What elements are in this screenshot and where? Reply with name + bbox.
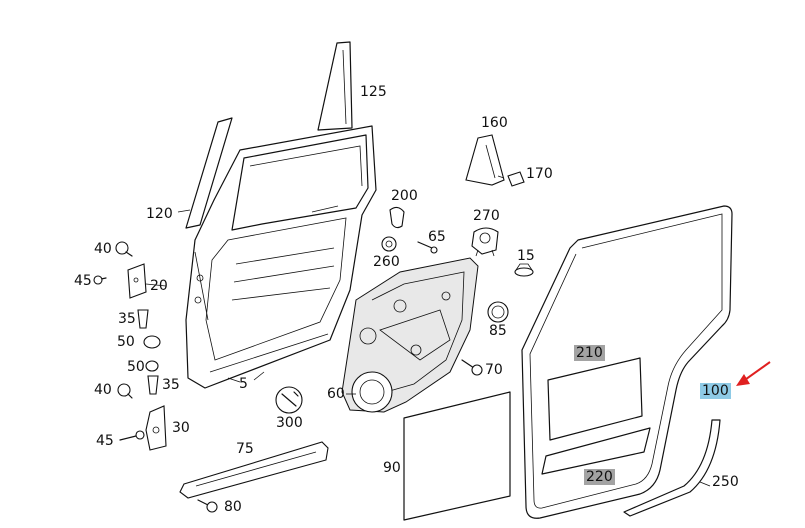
part-70-bolt[interactable] [461, 359, 483, 376]
label-50b: 50 [127, 359, 145, 375]
part-300-tool[interactable] [275, 386, 303, 414]
part-260-cap[interactable] [381, 236, 397, 252]
label-210: 210 [574, 345, 605, 361]
part-35b-screw[interactable] [147, 375, 159, 395]
label-85: 85 [489, 323, 507, 339]
leader-lines [145, 205, 711, 487]
part-210-trim[interactable] [547, 357, 643, 441]
part-15-button[interactable] [514, 263, 534, 277]
label-65: 65 [428, 229, 446, 245]
part-170-clip[interactable] [497, 171, 525, 187]
label-15: 15 [517, 248, 535, 264]
label-270: 270 [473, 208, 500, 224]
label-35a: 35 [118, 311, 136, 327]
label-300: 300 [276, 415, 303, 431]
label-50a: 50 [117, 334, 135, 350]
label-30: 30 [172, 420, 190, 436]
part-270-motor[interactable] [471, 227, 499, 257]
part-125-window-strip[interactable] [317, 41, 353, 131]
label-260: 260 [373, 254, 400, 270]
label-250: 250 [712, 474, 739, 490]
part-65-clip[interactable] [417, 241, 438, 254]
part-45b-screw[interactable] [119, 430, 145, 441]
label-170: 170 [526, 166, 553, 182]
arrow-100-pointer [736, 361, 771, 386]
label-220: 220 [584, 469, 615, 485]
part-75-bar[interactable] [179, 441, 329, 499]
label-70: 70 [485, 362, 503, 378]
label-75: 75 [236, 441, 254, 457]
label-90: 90 [383, 460, 401, 476]
label-5: 5 [239, 376, 248, 392]
part-220-trim[interactable] [541, 427, 651, 475]
part-40a-bolt[interactable] [115, 241, 133, 257]
part-100-door-seal[interactable] [521, 205, 733, 519]
part-85-ring[interactable] [487, 301, 509, 323]
label-45a: 45 [74, 273, 92, 289]
label-45b: 45 [96, 433, 114, 449]
label-160: 160 [481, 115, 508, 131]
label-40b: 40 [94, 382, 112, 398]
part-50a-nut[interactable] [143, 335, 161, 349]
part-250-strip[interactable] [623, 419, 721, 517]
part-45a-screw[interactable] [93, 275, 107, 285]
label-80: 80 [224, 499, 242, 515]
label-40a: 40 [94, 241, 112, 257]
part-30-hinge[interactable] [145, 405, 167, 451]
label-200: 200 [391, 188, 418, 204]
label-125: 125 [360, 84, 387, 100]
label-120: 120 [146, 206, 173, 222]
part-200-grommet[interactable] [389, 206, 405, 229]
label-20: 20 [150, 278, 168, 294]
part-40b-bolt[interactable] [117, 383, 133, 399]
label-35b: 35 [162, 377, 180, 393]
part-50b-nut[interactable] [145, 360, 159, 372]
part-35a-screw[interactable] [137, 309, 149, 329]
part-5-door-shell[interactable] [185, 125, 377, 389]
label-60: 60 [327, 386, 345, 402]
part-80-screw[interactable] [197, 499, 218, 513]
part-60-window-regulator[interactable] [341, 257, 479, 413]
part-90-sheet[interactable] [403, 391, 511, 521]
part-160-cover[interactable] [465, 134, 505, 186]
part-20-hinge[interactable] [127, 263, 147, 299]
part-120-door-strip[interactable] [185, 117, 233, 229]
label-100: 100 [700, 383, 731, 399]
